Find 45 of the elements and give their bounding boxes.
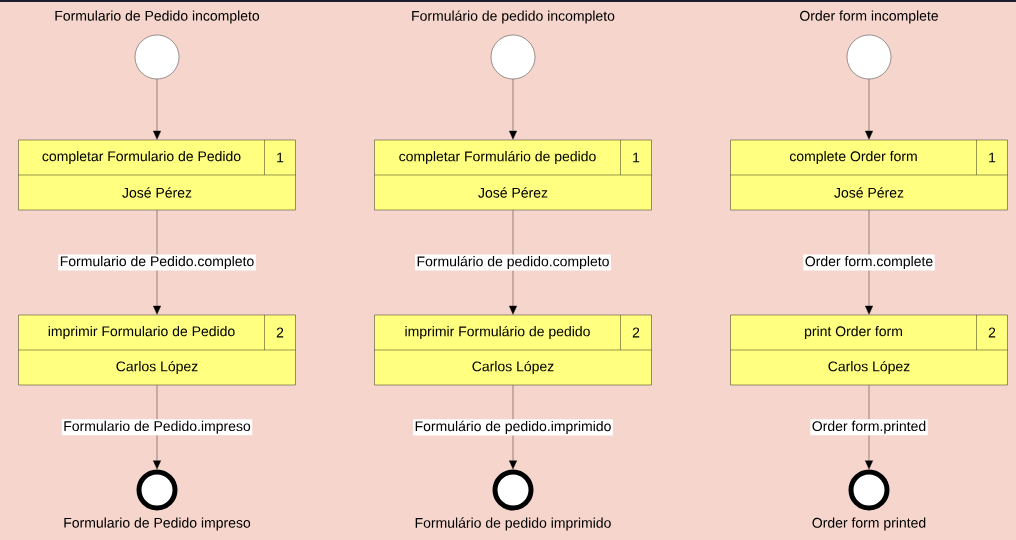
task-box — [18, 314, 296, 386]
performer-label: Carlos López — [828, 360, 910, 375]
task-box — [730, 139, 1008, 211]
arrow — [509, 385, 517, 470]
task-label: complete Order form — [789, 150, 917, 164]
step-number: 1 — [633, 152, 640, 163]
arrow — [865, 79, 873, 140]
task-label: completar Formulário de pedido — [399, 150, 596, 165]
step-number: 2 — [632, 327, 640, 338]
edge-label: Formulario de Pedido.completo — [58, 254, 256, 271]
task-label: print Order form — [805, 325, 902, 339]
state-label: Formulario de Pedido incompleto — [55, 10, 260, 24]
state-label: Formulário de pedido incompleto — [412, 10, 615, 24]
step-number: 2 — [276, 327, 284, 338]
task-label: completar Formulario de Pedido — [42, 150, 241, 164]
performer-label: Carlos López — [116, 360, 198, 375]
arrow — [865, 385, 873, 470]
performer-label: José Pérez — [122, 187, 192, 198]
task-box — [18, 139, 296, 211]
edge-label: Formulário de pedido.completo — [415, 254, 611, 271]
state-label: Formulário de pedido imprimido — [415, 517, 611, 531]
step-number: 2 — [988, 327, 996, 338]
arrow — [153, 79, 161, 140]
performer-label: José Pérez — [478, 187, 548, 198]
state-label: Formulario de Pedido impreso — [64, 517, 251, 531]
task-box — [374, 139, 652, 211]
edge-label: Order form.complete — [803, 254, 935, 271]
arrow — [509, 79, 517, 140]
edge-label: Formulario de Pedido.impreso — [61, 419, 253, 436]
arrow — [153, 210, 161, 315]
state-label: Order form incomplete — [800, 10, 938, 24]
edge-label: Formulário de pedido.imprimido — [413, 419, 613, 436]
performer-label: José Pérez — [834, 187, 904, 198]
task-box — [374, 314, 652, 386]
step-number: 1 — [989, 152, 996, 163]
task-label: imprimir Formulário de pedido — [405, 325, 590, 340]
step-number: 1 — [277, 152, 284, 163]
arrow — [153, 385, 161, 470]
arrow — [509, 210, 517, 315]
state-label: Order form printed — [812, 517, 926, 531]
edge-label: Order form.printed — [810, 419, 928, 436]
task-box — [730, 314, 1008, 386]
arrow — [865, 210, 873, 315]
task-label: imprimir Formulario de Pedido — [48, 325, 235, 339]
performer-label: Carlos López — [472, 360, 554, 375]
